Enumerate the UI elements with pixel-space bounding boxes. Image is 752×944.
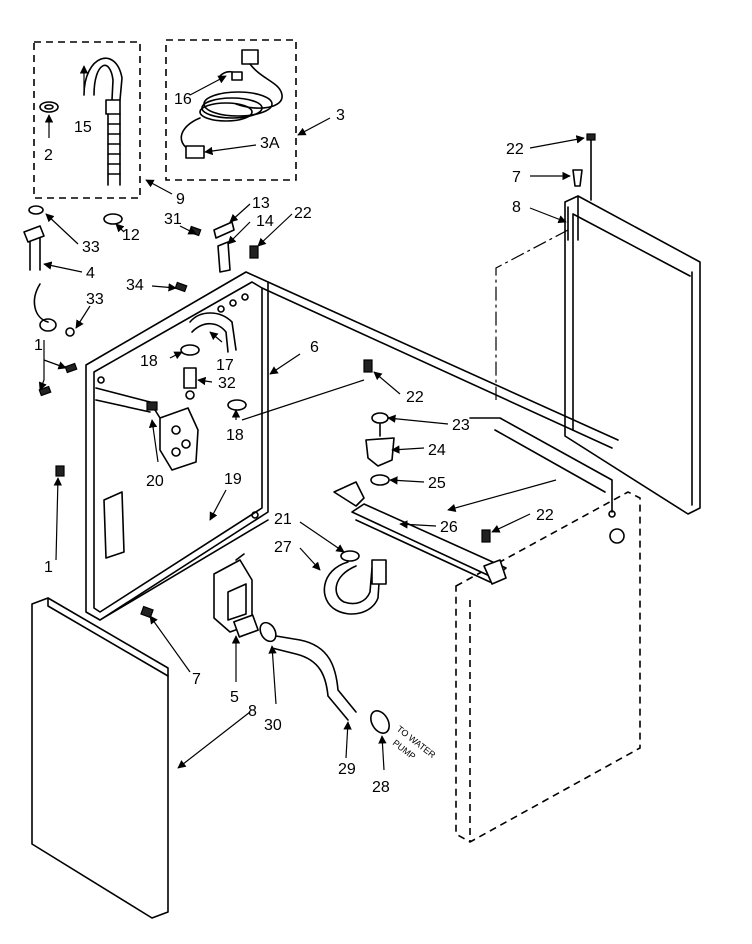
callout-4: 4 [86,265,95,282]
callout-33-mid: 33 [86,291,104,308]
callout-22-mid: 22 [406,389,424,406]
callout-labels: 15 2 9 16 3 3A 33 12 31 13 14 22 4 34 33… [34,91,554,796]
pump-hose-29 [259,621,390,734]
callout-25: 25 [428,475,446,492]
rear-panel-phantom [495,229,569,400]
pressure-switch-parts [365,412,395,486]
leader-lines [38,65,585,771]
screw-22-mid [363,359,373,373]
screw-22-low [481,529,491,543]
callout-27: 27 [274,539,292,556]
washer-33-top [28,205,44,215]
screw-top-right [586,133,596,201]
rear-cabinet-phantom [455,491,641,843]
console-bracket-26 [333,481,507,585]
callout-1-top: 1 [34,337,43,354]
fitting-32 [183,367,197,400]
cord-bracket-19 [103,491,125,559]
screw-7-bottom [140,605,154,619]
callout-18-top: 18 [140,353,158,370]
callout-20: 20 [146,473,164,490]
screw-22-top [249,245,259,259]
power-cord [180,49,283,159]
callout-21: 21 [274,511,292,528]
callout-3: 3 [336,107,345,124]
water-valve [95,387,199,471]
callout-13: 13 [252,195,270,212]
callout-12: 12 [122,227,140,244]
screw-1-top [64,362,78,374]
callout-22-low: 22 [536,507,554,524]
drain-hose-27 [323,550,387,615]
callout-19: 19 [224,471,242,488]
callout-8-right: 8 [512,199,521,216]
callout-31: 31 [164,211,182,228]
washer-12 [103,213,123,225]
callout-18-lower: 18 [226,427,244,444]
power-cord-kit-box [165,39,297,181]
callout-1-low: 1 [44,559,53,576]
callout-7-right: 7 [512,169,521,186]
front-panel [31,597,169,919]
callout-17: 17 [216,357,234,374]
hose-washer [39,101,59,113]
callout-23: 23 [452,417,470,434]
fill-hose [189,312,237,353]
callout-34: 34 [126,277,144,294]
clip-top-right [572,169,583,187]
callout-26: 26 [440,519,458,536]
callout-8-low: 8 [248,703,257,720]
callout-32: 32 [218,375,236,392]
callout-22-right: 22 [506,141,524,158]
side-panel-right [564,195,701,515]
drain-pump-5 [213,553,259,638]
callout-6: 6 [310,339,319,356]
callout-22-top: 22 [294,205,312,222]
callout-29: 29 [338,761,356,778]
hose-kit-box [33,41,141,199]
callout-30: 30 [264,717,282,734]
callout-24: 24 [428,442,446,459]
callout-14: 14 [256,213,274,230]
callout-33-top: 33 [82,239,100,256]
callout-9: 9 [176,191,185,208]
callout-2: 2 [44,147,53,164]
screw-1-low [55,465,65,477]
callout-7-low: 7 [192,671,201,688]
callout-5: 5 [230,689,239,706]
callout-16: 16 [174,91,192,108]
top-rail [469,417,613,513]
clip-13-14 [213,221,235,273]
callout-15: 15 [74,119,92,136]
callout-28: 28 [372,779,390,796]
inlet-hose-4 [23,225,75,337]
inlet-hose [83,57,123,186]
clamp-18-top [180,344,200,356]
screw-34 [174,281,188,293]
callout-3a: 3A [260,135,280,152]
